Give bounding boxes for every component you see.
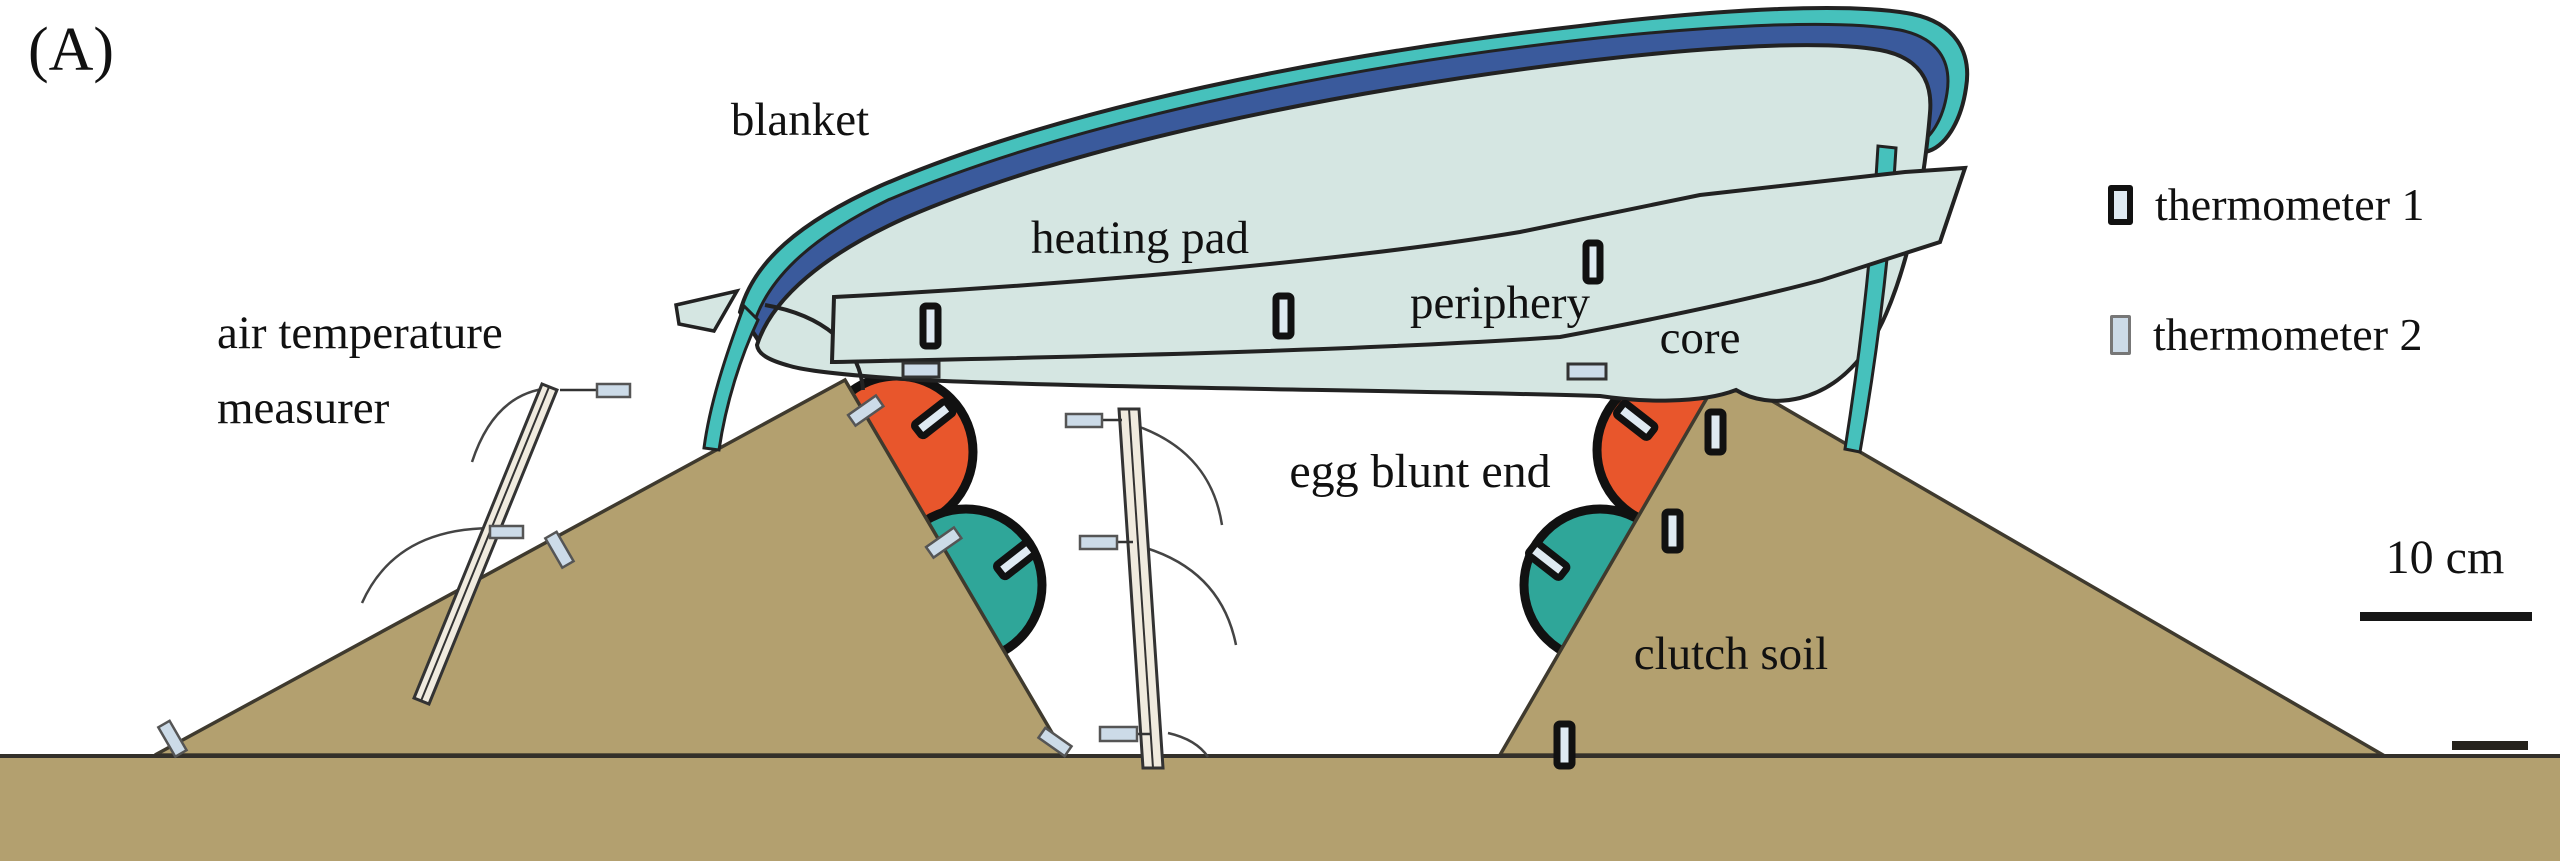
ground-soil xyxy=(0,756,2560,861)
thermometer1-ground xyxy=(1553,720,1576,770)
thermometer1-pad-left xyxy=(919,302,942,350)
label-heating-pad: heating pad xyxy=(1031,212,1249,264)
thermometer2-pole-bottom xyxy=(1098,725,1139,743)
measurer-pole-midline xyxy=(1128,408,1154,769)
thermometer1-egg-right-lower xyxy=(1525,539,1571,581)
thermometer1-egg-left-lower xyxy=(993,539,1039,581)
thermometer2-slope-base-right xyxy=(1036,726,1074,758)
thermometer2-pole-top xyxy=(1064,412,1104,429)
scale-bar xyxy=(2360,612,2532,621)
wire-arc-center-2 xyxy=(1145,546,1238,646)
thermometer-2-icon xyxy=(2110,314,2131,355)
wire-arc-center-3 xyxy=(1167,731,1210,758)
thermometer1-egg-left-upper xyxy=(911,398,957,440)
thermometer1-egg-right-upper xyxy=(1613,399,1659,441)
measurer-stick-midline xyxy=(420,386,550,702)
thermometer1-soil-lower xyxy=(1661,508,1684,554)
thermometer2-stick-top xyxy=(595,382,632,399)
air-measurer-center xyxy=(1064,407,1238,770)
label-air-temperature-line2: measurer xyxy=(217,382,390,435)
blanket-left-strap xyxy=(702,303,760,452)
scale-bar-label: 10 cm xyxy=(2385,531,2505,584)
label-air-temperature-line1: air temperature xyxy=(217,307,503,359)
label-egg-blunt-end: egg blunt end xyxy=(1289,445,1551,498)
wire-arc-center-1 xyxy=(1136,424,1224,526)
legend-row-thermometer-2: thermometer 2 xyxy=(2110,308,2423,361)
air-measurer-left xyxy=(360,382,632,706)
thermometer2-slope-base-left xyxy=(156,719,189,759)
label-blanket: blanket xyxy=(730,94,870,146)
thermometer2-slope-1 xyxy=(846,393,886,428)
thermometer-1-icon xyxy=(2108,184,2133,225)
thermometer2-pad-underside-left xyxy=(901,361,941,379)
ground-line-dash xyxy=(2452,741,2528,750)
panel-label: (A) xyxy=(28,16,115,84)
label-air-temperature-measurer: air temperature measurer xyxy=(217,296,503,446)
thermometer1-pad-middle xyxy=(1272,292,1295,340)
periphery-strip xyxy=(829,165,1968,365)
thermometer2-slope-3 xyxy=(543,530,576,570)
thermometer2-slope-2 xyxy=(924,525,964,560)
legend-label-thermometer-2: thermometer 2 xyxy=(2153,309,2423,360)
thermometer1-pad-right xyxy=(1582,239,1604,285)
legend-row-thermometer-1: thermometer 1 xyxy=(2108,178,2425,231)
thermometer1-soil-upper xyxy=(1704,408,1727,456)
pad-left-flap xyxy=(674,288,741,333)
thermometer2-stick-mid xyxy=(488,524,525,540)
label-core: core xyxy=(1659,312,1741,364)
thermometer2-pole-mid xyxy=(1078,534,1119,551)
thermometer2-pad-underside-right xyxy=(1566,362,1608,381)
label-clutch-soil: clutch soil xyxy=(1633,628,1829,680)
legend-label-thermometer-1: thermometer 1 xyxy=(2155,179,2425,230)
label-periphery: periphery xyxy=(1409,277,1591,329)
